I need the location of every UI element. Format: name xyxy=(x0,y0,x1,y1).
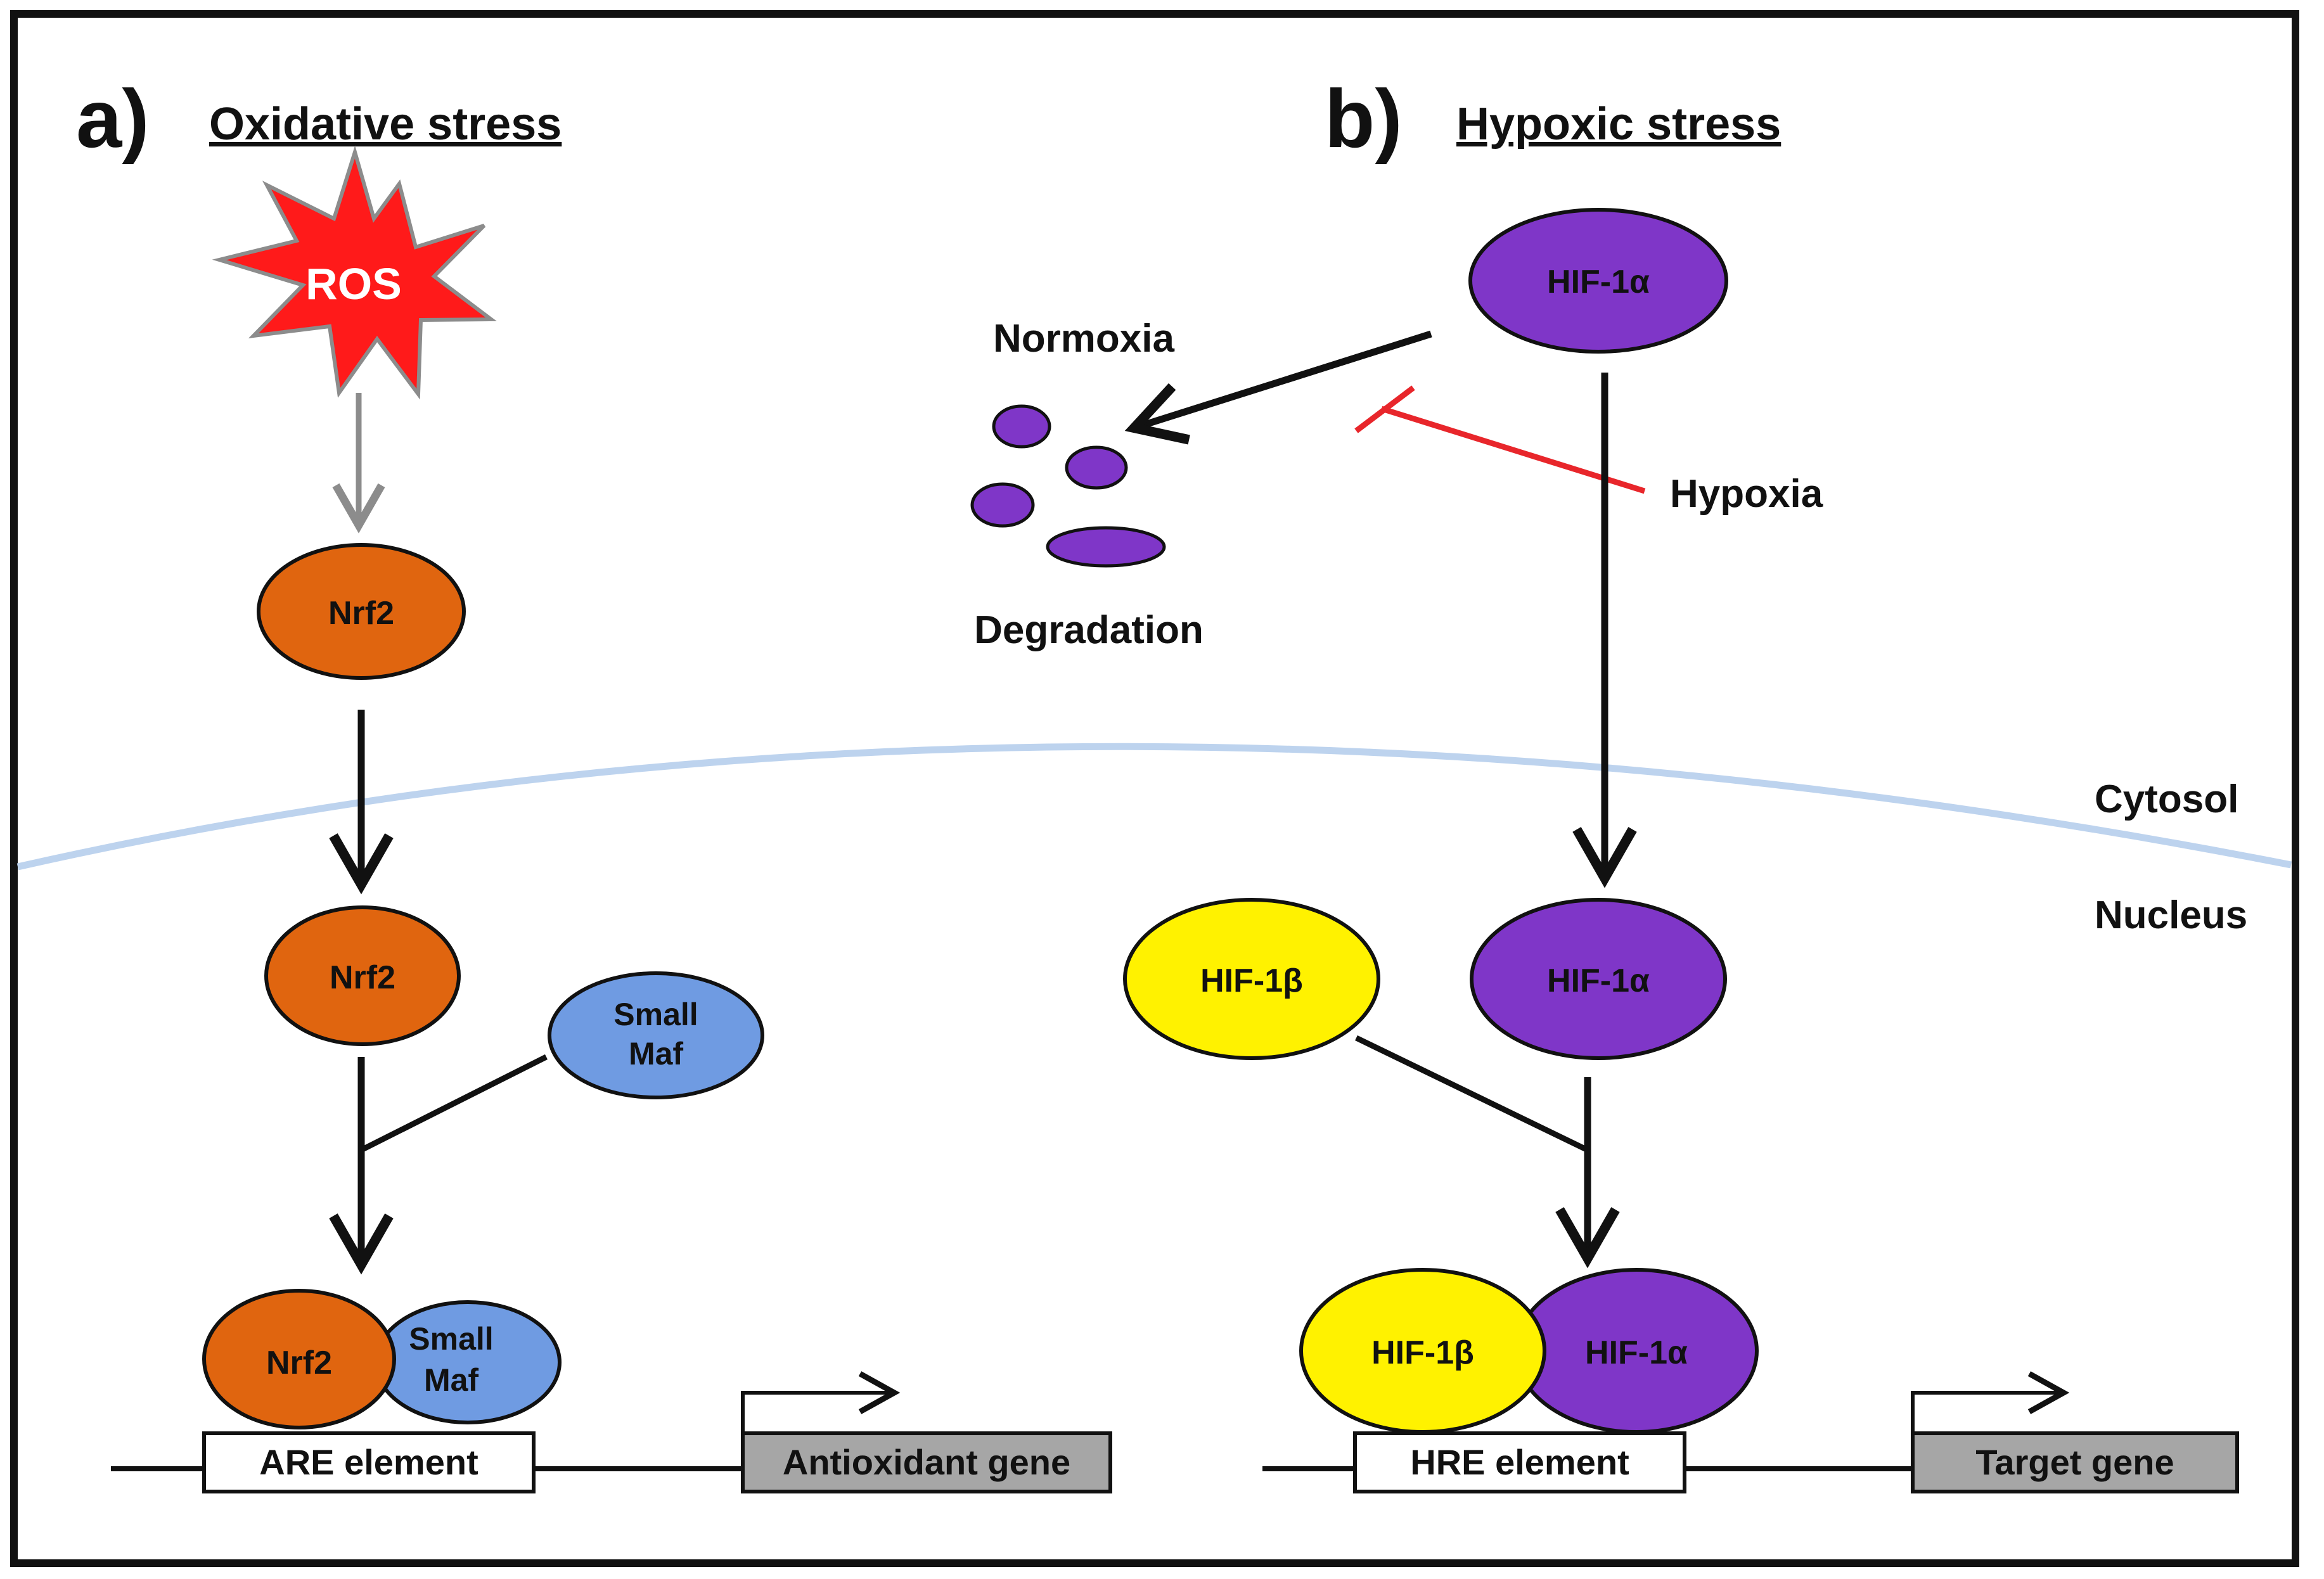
nrf2-cytosol-label: Nrf2 xyxy=(328,595,394,632)
hif1a-cytosol-label: HIF-1α xyxy=(1547,264,1650,300)
panel-a-letter: a) xyxy=(76,72,150,165)
small-maf xyxy=(548,971,764,1099)
are-element-box xyxy=(202,1431,536,1493)
antioxidant-gene-box xyxy=(741,1431,1112,1493)
nuclear-membrane xyxy=(16,743,2292,871)
small-maf-label-line2: Maf xyxy=(629,1036,683,1071)
hif1b-nucleus-label: HIF-1β xyxy=(1200,962,1303,999)
complex-nrf2-label: Nrf2 xyxy=(266,1345,332,1381)
ros-label: ROS xyxy=(305,259,402,309)
nucleus-label: Nucleus xyxy=(2095,893,2247,937)
panel-a-title: Oxidative stress xyxy=(209,99,562,150)
antioxidant-gene-label: Antioxidant gene xyxy=(783,1442,1070,1482)
degradation-label: Degradation xyxy=(974,608,1204,652)
degraded-fragment-4 xyxy=(1046,526,1166,568)
ros-burst-icon xyxy=(212,145,497,400)
nrf2-nucleus-label: Nrf2 xyxy=(330,959,395,996)
panel-b-letter: b) xyxy=(1325,72,1403,165)
panel-b-title: Hypoxic stress xyxy=(1456,99,1781,150)
hif1a-nucleus xyxy=(1470,898,1727,1060)
degraded-fragment-3 xyxy=(970,482,1035,528)
hif1a-nucleus-label: HIF-1α xyxy=(1547,962,1650,999)
cytosol-label: Cytosol xyxy=(2095,777,2238,821)
hypoxia-inhibition-line xyxy=(1380,406,1646,494)
transcription-start-arrow-b xyxy=(1911,1371,2070,1433)
complex-hif1b-label: HIF-1β xyxy=(1371,1334,1474,1371)
nrf2-nucleus xyxy=(264,905,461,1046)
transcription-start-arrow-a xyxy=(741,1371,901,1433)
hif1b-join-line xyxy=(1355,1035,1589,1153)
complex-hif1a-label: HIF-1α xyxy=(1585,1334,1688,1371)
degraded-fragment-2 xyxy=(1065,445,1128,490)
maf-join-line xyxy=(359,1054,548,1153)
target-gene-label: Target gene xyxy=(1975,1442,2174,1482)
hypoxia-inhibition-bar xyxy=(1354,385,1415,433)
complex-nrf2 xyxy=(202,1289,396,1429)
complex-small-maf-label-line2: Maf xyxy=(424,1362,478,1398)
hif1a-cytosol xyxy=(1468,208,1728,354)
hif1b-nucleus xyxy=(1123,898,1380,1060)
are-element-label: ARE element xyxy=(259,1442,478,1482)
degradation-arrow xyxy=(1124,330,1432,445)
hypoxia-label: Hypoxia xyxy=(1670,472,1823,516)
complex-small-maf-label-line1: Small xyxy=(409,1321,493,1357)
nrf2-cytosol xyxy=(257,543,466,680)
normoxia-label: Normoxia xyxy=(993,317,1174,361)
degraded-fragment-1 xyxy=(992,404,1051,449)
hre-element-label: HRE element xyxy=(1410,1442,1629,1482)
target-gene-box xyxy=(1911,1431,2239,1493)
hre-element-box xyxy=(1353,1431,1686,1493)
small-maf-label-line1: Small xyxy=(613,997,698,1032)
